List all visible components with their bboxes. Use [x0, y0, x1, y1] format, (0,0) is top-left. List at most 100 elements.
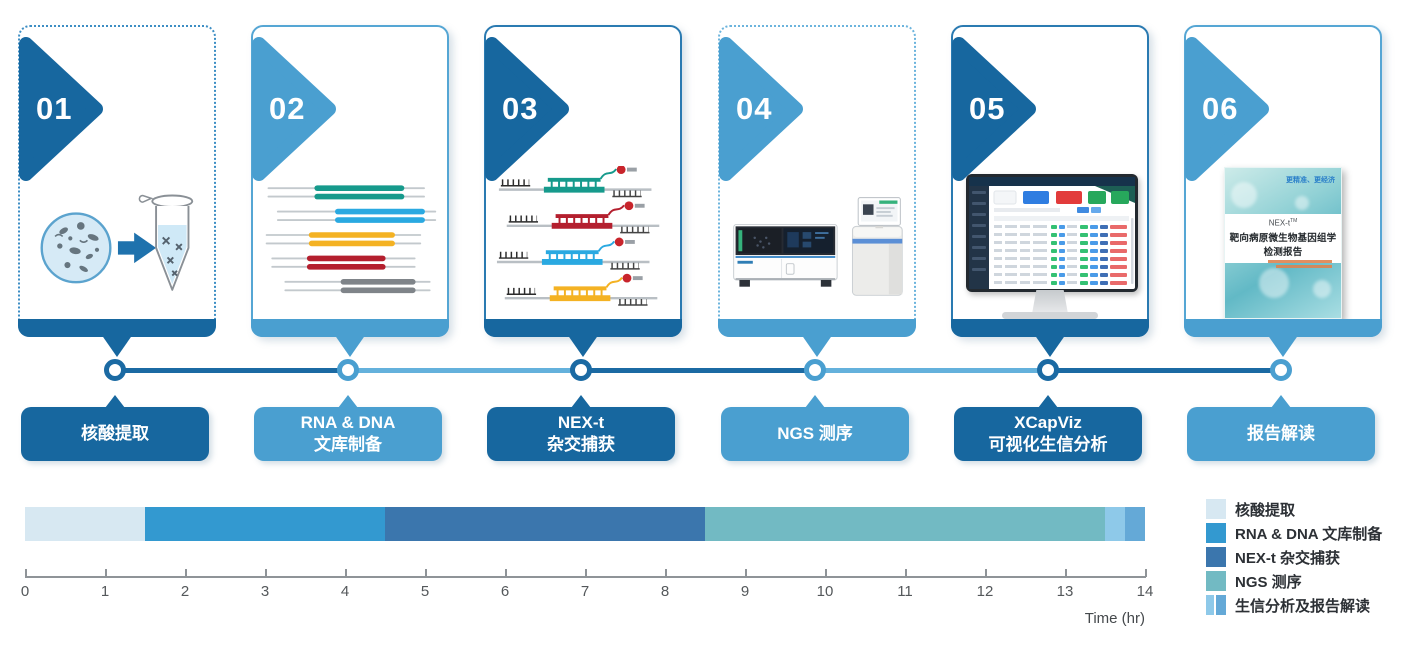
monitor-stand	[1032, 290, 1068, 314]
step-number: 05	[969, 91, 1006, 126]
step-label-1: 核酸提取	[21, 395, 209, 461]
axis-tick	[505, 569, 507, 577]
sample-to-tube-icon	[40, 194, 194, 291]
card-bottom-bar	[951, 319, 1149, 337]
chart-legend: 核酸提取 RNA & DNA 文库制备 NEX-t 杂交捕获 NGS 测序生信分析及报…	[1206, 499, 1382, 619]
virus-blob	[1313, 280, 1331, 298]
axis-tick-label: 4	[340, 583, 350, 600]
timeline-node	[104, 359, 126, 381]
hybrid-capture-icon	[496, 166, 660, 306]
step-card-4: 04	[718, 25, 916, 357]
bubble-pointer	[571, 395, 591, 408]
report-subtext-line	[1268, 260, 1332, 263]
bubble-pointer	[338, 395, 358, 408]
axis-tick-label: 2	[180, 583, 190, 600]
virus-blob	[1259, 268, 1289, 298]
axis-tick	[825, 569, 827, 577]
legend-swatch-group	[1206, 499, 1226, 519]
axis-tick-label: 0	[20, 583, 30, 600]
card-bottom-bar	[1184, 319, 1382, 337]
report-subtext-line	[1276, 265, 1332, 268]
axis-tick-label: 11	[897, 583, 913, 600]
legend-item: 核酸提取	[1206, 499, 1382, 519]
legend-swatch	[1216, 595, 1226, 615]
legend-item: NGS 测序	[1206, 571, 1382, 591]
axis-tick-label: 6	[500, 583, 510, 600]
bubble-pointer	[1038, 395, 1058, 408]
step-number: 04	[736, 91, 773, 126]
library-fragments-icon	[265, 185, 437, 294]
axis-tick	[185, 569, 187, 577]
axis-tick	[985, 569, 987, 577]
legend-label: 核酸提取	[1235, 501, 1296, 519]
bubble-pointer	[1271, 395, 1291, 408]
report-product-name: NEX-tTM	[1268, 218, 1298, 228]
axis-tick-label: 3	[260, 583, 270, 600]
report-title-band: NEX-tTM 靶向病原微生物基因组学检测报告	[1225, 214, 1341, 263]
bar-segment	[385, 507, 705, 541]
card-bottom-bar	[18, 319, 216, 337]
card-pointer	[801, 334, 833, 357]
bar-segment	[705, 507, 1105, 541]
axis-tick	[585, 569, 587, 577]
timeline-connector	[815, 368, 1048, 373]
timeline-connector	[581, 368, 815, 373]
step-card-2: 02	[251, 25, 449, 357]
card-pointer	[101, 334, 133, 357]
virus-blob	[1231, 182, 1257, 208]
step-chevron-icon	[1185, 37, 1269, 181]
step-card-1: 01	[18, 25, 216, 357]
timeline-node	[1270, 359, 1292, 381]
step-label-4: NGS 测序	[721, 395, 909, 461]
legend-swatch-group	[1206, 595, 1226, 615]
axis-tick	[345, 569, 347, 577]
sequencer-instruments-icon	[733, 197, 903, 296]
report-tagline: 更精准、更经济	[1286, 177, 1335, 184]
axis-tick-label: 13	[1056, 583, 1074, 600]
axis-tick	[745, 569, 747, 577]
step-chevron-icon	[952, 37, 1036, 181]
bar-segment	[25, 507, 145, 541]
axis-tick	[25, 569, 27, 577]
timeline-node	[337, 359, 359, 381]
dashboard-ui-graphic	[969, 177, 1135, 289]
axis-tick	[425, 569, 427, 577]
step-number: 03	[502, 91, 539, 126]
card-bottom-bar	[251, 319, 449, 337]
card-pointer	[1034, 334, 1066, 357]
duration-stacked-bar	[25, 507, 1145, 541]
legend-swatch	[1206, 523, 1226, 543]
step-chevron-icon	[719, 37, 803, 181]
bar-segment	[1125, 507, 1145, 541]
axis-tick-label: 8	[660, 583, 670, 600]
axis-tick	[1065, 569, 1067, 577]
legend-label: 生信分析及报告解读	[1235, 597, 1371, 615]
virus-blob	[1295, 196, 1309, 210]
step-card-5: 05	[951, 25, 1149, 357]
legend-item: NEX-t 杂交捕获	[1206, 547, 1382, 567]
legend-swatch-group	[1206, 523, 1226, 543]
axis-tick	[1145, 569, 1147, 577]
card-bottom-bar	[718, 319, 916, 337]
bubble-pointer	[105, 395, 125, 408]
timeline-node	[1037, 359, 1059, 381]
step-number: 01	[36, 91, 73, 126]
legend-label: RNA & DNA 文库制备	[1235, 525, 1383, 543]
step-card-6: 06 更精准、更经济 NEX-tTM 靶向病原微生物基因组学检测报告	[1184, 25, 1382, 357]
axis-title: Time (hr)	[1084, 610, 1145, 627]
legend-swatch-group	[1206, 571, 1226, 591]
legend-item: RNA & DNA 文库制备	[1206, 523, 1382, 543]
axis-tick-label: 12	[976, 583, 994, 600]
card-pointer	[334, 334, 366, 357]
report-title: 靶向病原微生物基因组学检测报告	[1229, 232, 1337, 258]
axis-tick-label: 5	[420, 583, 430, 600]
axis-line	[25, 576, 1146, 578]
legend-swatch	[1206, 595, 1214, 615]
timeline-connector	[348, 368, 581, 373]
legend-item: 生信分析及报告解读	[1206, 595, 1382, 615]
legend-label: NGS 测序	[1235, 573, 1302, 591]
